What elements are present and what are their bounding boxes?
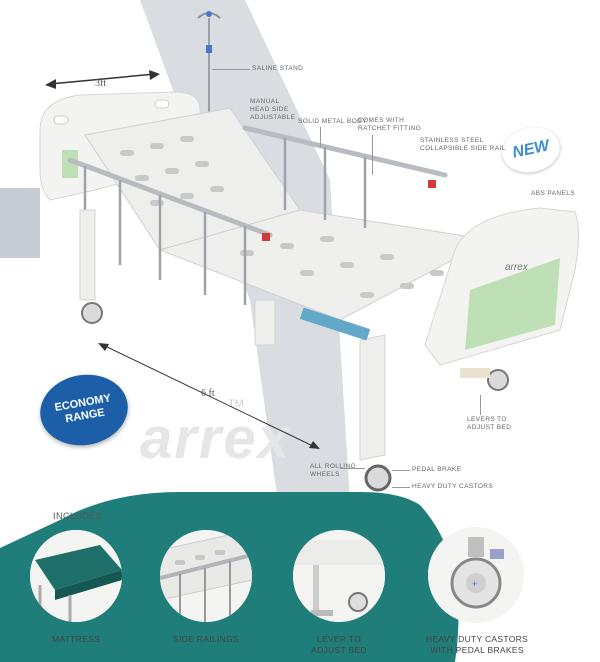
thumb-castors: + (428, 527, 524, 623)
rolling-leader (340, 468, 365, 469)
callout-pedal-brake: PEDAL BRAKE (412, 466, 462, 473)
callout-side-rail: STAINLESS STEEL COLLAPSIBLE SIDE RAIL (420, 137, 506, 153)
castor-image: + (428, 527, 524, 623)
ratchet-leader (372, 135, 373, 175)
callout-ratchet-l2: RATCHET FITTING (358, 125, 422, 132)
label-lever: LEVER TO ADJUST BED (293, 634, 385, 656)
callout-side-rail-l2: COLLAPSIBLE SIDE RAIL (420, 145, 506, 152)
callout-manual-head-l3: ADJUSTABLE (250, 114, 296, 121)
side-railings-image (160, 530, 252, 622)
callout-rolling-l2: WHEELS (310, 471, 340, 478)
svg-text:+: + (472, 579, 477, 589)
label-lever-l2: ADJUST BED (311, 645, 367, 655)
callout-levers-l2: ADJUST BED (467, 424, 512, 431)
thumb-lever (293, 530, 385, 622)
callout-rolling-l1: ALL ROLLING (310, 463, 357, 470)
callout-castors: HEAVY DUTY CASTORS (412, 483, 494, 490)
label-castors-l2: WITH PEDAL BRAKES (430, 645, 524, 655)
svg-text:arrex: arrex (505, 262, 529, 273)
callout-side-rail-l1: STAINLESS STEEL (420, 137, 484, 144)
castors-leader (392, 487, 410, 488)
hospital-bed-illustration: arrex (39, 11, 579, 492)
label-mattress: MATTRESS (30, 634, 122, 645)
callout-rolling-wheels: ALL ROLLING WHEELS (310, 463, 356, 479)
label-castors-l1: HEAVY DUTY CASTORS (425, 634, 529, 644)
callout-abs-panels: ABS PANELS (531, 190, 575, 197)
length-label: 6 ft (201, 388, 215, 399)
mattress-image (30, 530, 122, 622)
callout-levers-l1: LEVERS TO (467, 416, 507, 423)
includes-heading: INCLUDES (53, 511, 103, 521)
callout-manual-head: MANUAL HEAD SIDE ADJUSTABLE (250, 98, 295, 122)
saline-leader (212, 69, 250, 70)
callout-ratchet: COMES WITH RATCHET FITTING (358, 117, 421, 133)
label-side-railings: SIDE RAILINGS (160, 634, 252, 645)
lever-image (293, 530, 385, 622)
levers-leader (480, 395, 481, 415)
thumb-side-railings (160, 530, 252, 622)
label-side-railings-l1: SIDE RAILINGS (173, 634, 239, 644)
pedal-brake-leader (392, 470, 410, 471)
callout-ratchet-l1: COMES WITH (358, 117, 405, 124)
new-badge-text: NEW (510, 137, 551, 162)
callout-solid-metal-body: SOLID METAL BODY (298, 118, 367, 125)
callout-levers: LEVERS TO ADJUST BED (467, 416, 511, 432)
label-mattress-l1: MATTRESS (51, 634, 101, 644)
thumb-mattress (30, 530, 122, 622)
callout-saline-stand: SALINE STAND (252, 65, 304, 72)
label-lever-l1: LEVER TO (316, 634, 362, 644)
label-castors: HEAVY DUTY CASTORS WITH PEDAL BRAKES (418, 634, 536, 656)
callout-manual-head-l2: HEAD SIDE (250, 106, 289, 113)
solid-body-leader (320, 127, 321, 147)
width-label: 3ft (95, 78, 107, 89)
callout-manual-head-l1: MANUAL (250, 98, 280, 105)
